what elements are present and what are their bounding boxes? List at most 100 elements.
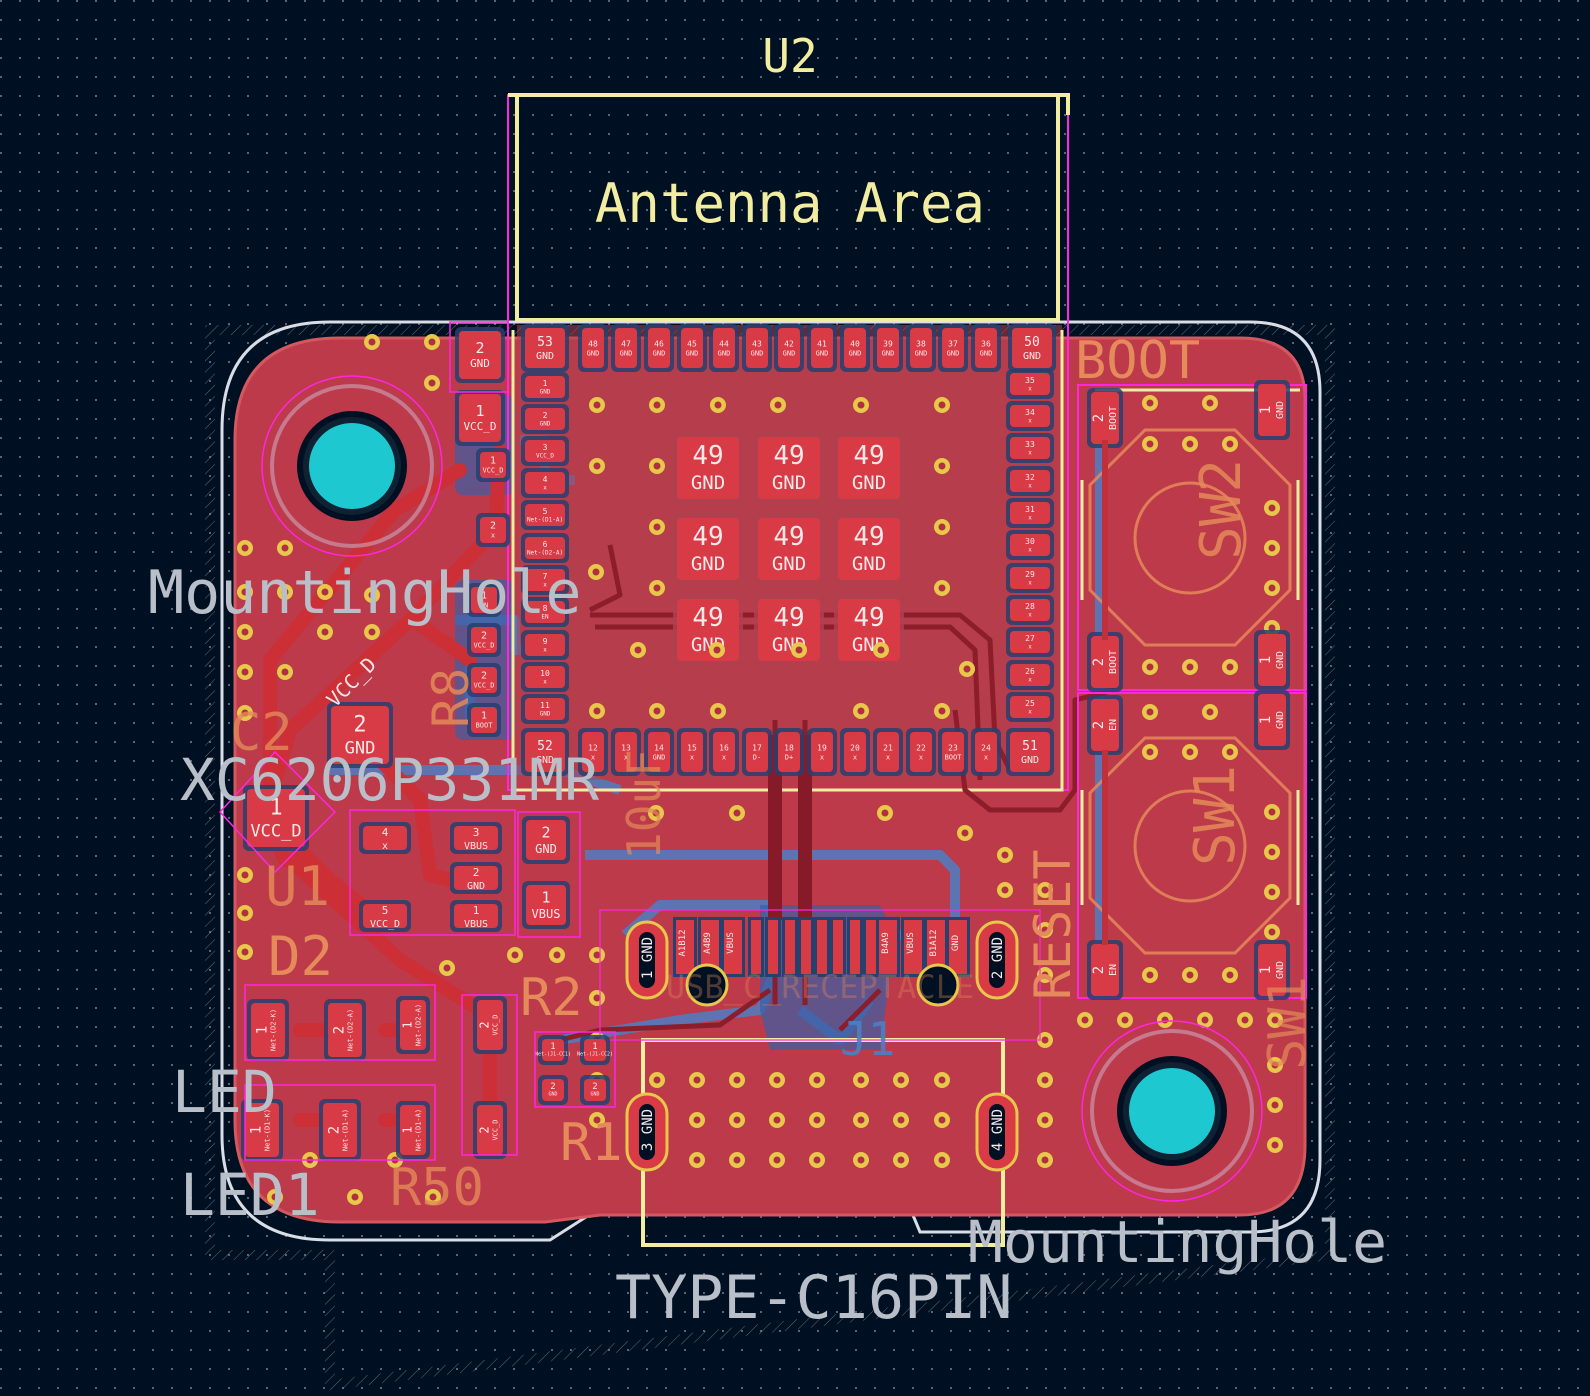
- via: [237, 664, 253, 680]
- pad-number: 1: [1258, 966, 1274, 974]
- module-pad-bottom: 24x: [971, 728, 1001, 776]
- pad-net: x: [543, 679, 547, 686]
- via: [1037, 967, 1053, 983]
- pad-net: GND: [1021, 755, 1039, 766]
- pad-net: GND: [852, 472, 886, 494]
- module-pad-right: 32x: [1006, 466, 1054, 496]
- pad-net: GND: [686, 350, 699, 358]
- usb-signal-pad: [847, 917, 863, 977]
- pad-net: x: [1028, 418, 1032, 425]
- pad-label: GND: [951, 935, 961, 951]
- via: [934, 397, 950, 413]
- pad-number: 3: [473, 826, 480, 839]
- pad-net: GND: [783, 350, 796, 358]
- via: [277, 540, 293, 556]
- pad-number: 1: [255, 1026, 271, 1034]
- pad-number: 46: [654, 340, 664, 349]
- via: [853, 397, 869, 413]
- j1-label: J1: [840, 1012, 895, 1066]
- via: [1142, 967, 1158, 983]
- pad-net: x: [624, 754, 628, 762]
- pad-net: GND: [718, 350, 731, 358]
- pad-net: GND: [772, 553, 806, 575]
- pad-number: 24: [981, 744, 991, 753]
- pad-net: x: [690, 754, 694, 762]
- via: [589, 1112, 605, 1128]
- via: [267, 1189, 283, 1205]
- pad-net: BOOT: [476, 722, 494, 730]
- via: [317, 624, 333, 640]
- via: [853, 1152, 869, 1168]
- via: [649, 397, 665, 413]
- via: [589, 947, 605, 963]
- pad-net: x: [820, 754, 824, 762]
- thermal-pad-grid: 49GND49GND49GND49GND49GND49GND49GND49GND…: [673, 433, 904, 665]
- module-pad-right: 27x: [1006, 627, 1054, 657]
- pad-net: x: [1028, 515, 1032, 522]
- via: [237, 584, 253, 600]
- pad-net: x: [382, 841, 388, 852]
- pad-net: VCC_D: [250, 822, 301, 842]
- pad-net: Net-(D2-A): [527, 550, 563, 557]
- usb-signal-pad: [830, 917, 846, 977]
- pad-number: 29: [1025, 570, 1035, 579]
- pad-number: 49: [853, 603, 884, 633]
- pad-net: GND: [772, 472, 806, 494]
- pad-net: BOOT: [945, 754, 963, 762]
- pad-net: VCC_D: [370, 919, 400, 930]
- pad-net: GND: [540, 389, 551, 396]
- via: [1264, 540, 1280, 556]
- pad-number: 4: [382, 826, 389, 839]
- module-pad-right: 28x: [1006, 595, 1054, 625]
- pad-number: 1: [1258, 716, 1274, 724]
- pad-number: 43: [752, 340, 762, 349]
- pad-number: 1: [475, 402, 484, 420]
- reset-label: RESET: [1024, 849, 1082, 1000]
- via: [1142, 744, 1158, 760]
- pad-number: 16: [719, 744, 729, 753]
- pad-number: 53: [537, 335, 553, 350]
- pad-number: 2: [1091, 414, 1107, 422]
- pad-number: 45: [687, 340, 697, 349]
- via: [589, 458, 605, 474]
- pad-number: 1: [473, 904, 480, 917]
- mounting-hole-right: [1081, 1020, 1263, 1202]
- pad-net: GND: [345, 739, 376, 759]
- pad-net: GND: [620, 350, 633, 358]
- via: [997, 882, 1013, 898]
- pad-net: GND: [590, 1092, 599, 1098]
- pad-net: x: [591, 754, 595, 762]
- module-pad-right: 26x: [1006, 660, 1054, 690]
- pad-label: B4A9: [881, 932, 891, 954]
- via: [853, 1072, 869, 1088]
- via: [1182, 744, 1198, 760]
- module-pad-right: 25x: [1006, 692, 1054, 722]
- r1-label: R1: [560, 1113, 623, 1173]
- via: [630, 642, 646, 658]
- pad-number: 22: [916, 744, 926, 753]
- pad-number: 1: [481, 591, 487, 602]
- via: [237, 944, 253, 960]
- pad-number: 13: [621, 744, 631, 753]
- d2-label: D2: [268, 925, 333, 988]
- usb-hole: [685, 963, 729, 1007]
- r8-label: R8: [422, 668, 480, 728]
- pad-number: 31: [1025, 505, 1035, 514]
- via: [709, 642, 725, 658]
- via: [649, 519, 665, 535]
- usb-signal-pad: [765, 917, 781, 977]
- pad-number: 49: [853, 441, 884, 471]
